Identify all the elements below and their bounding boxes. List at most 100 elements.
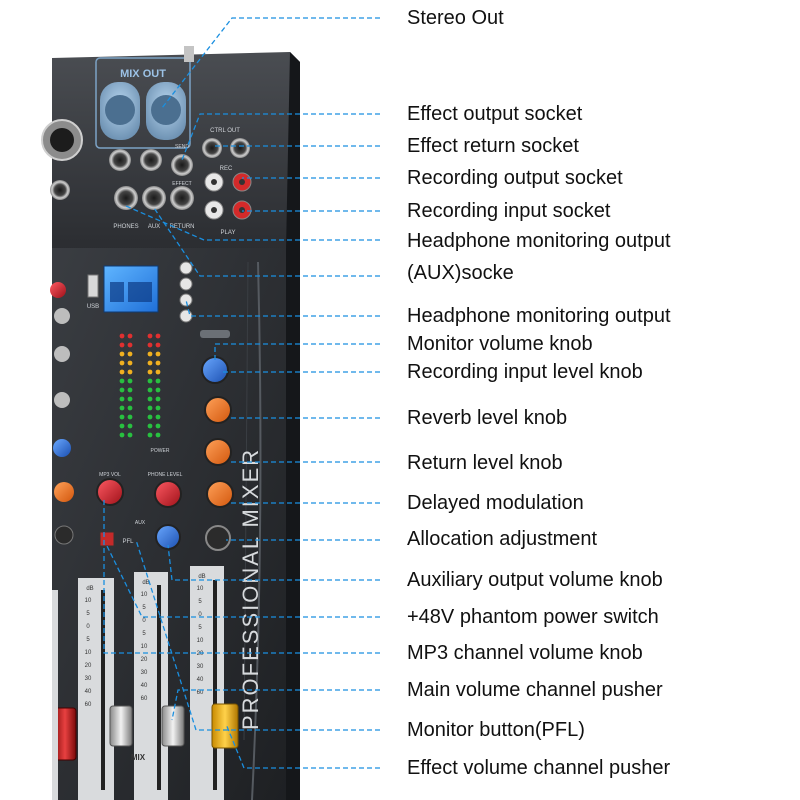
callout-text: Auxiliary output volume knob	[407, 569, 663, 591]
led-dot	[127, 405, 133, 411]
callout-headphone-monitoring-output-1: Headphone monitoring output	[407, 230, 671, 252]
fader-tick-label: 10	[141, 592, 148, 598]
return-level-knob	[206, 480, 234, 508]
leader-lines	[103, 17, 380, 769]
send-jack	[171, 154, 193, 176]
led-dot	[155, 405, 161, 411]
led-dot	[119, 405, 125, 411]
led-dot	[127, 396, 133, 402]
rear-connectors: MIX OUT PHONES AUX RETURN SEND EFFECT CT…	[41, 46, 252, 236]
callout-reverb-level-knob: Reverb level knob	[407, 407, 567, 429]
callout-text: Recording input socket	[407, 200, 611, 222]
leader-headphone-out-1	[125, 205, 380, 241]
cable-plug	[184, 46, 194, 62]
fader-tick-label: 30	[85, 676, 92, 682]
aux-label: AUX	[148, 224, 160, 230]
leader-headphone-out-2	[185, 299, 380, 317]
aux-out-knob	[155, 524, 181, 550]
callout-text: Effect return socket	[407, 135, 579, 157]
led-dot	[127, 369, 133, 375]
led-dot	[147, 378, 153, 384]
fader-strip-2	[134, 572, 168, 800]
led-dot	[147, 360, 153, 366]
fader-tick-label: 30	[141, 670, 148, 676]
allocation-knob	[205, 525, 231, 551]
fader-tick-label: 10	[85, 650, 92, 656]
led-dot	[119, 378, 125, 384]
fader-tick-label: 5	[142, 631, 146, 637]
play-rca-red-hole	[239, 207, 245, 213]
fader-tick-label: 10	[141, 644, 148, 650]
callout-recording-input-socket: Recording input socket	[407, 200, 610, 222]
lcd-segment-1	[110, 282, 124, 302]
mp3-button-3	[179, 293, 193, 307]
fader-tick-label: 20	[141, 657, 148, 663]
led-dot	[147, 405, 153, 411]
jack-mid-2	[140, 149, 162, 171]
leader-monitor-volume	[214, 343, 380, 360]
callout-effect-return-socket: Effect return socket	[407, 135, 579, 157]
callout-return-level-knob: Return level knob	[407, 452, 563, 474]
fader-tick-label: 20	[85, 663, 92, 669]
phone-level-knob	[154, 480, 182, 508]
brand-text: PROFESSIONAL MIXER	[238, 448, 263, 730]
fader-tick-label: 10	[85, 598, 92, 604]
callout-text: Headphone monitoring output	[407, 230, 671, 252]
callout-text: Main volume channel pusher	[407, 679, 663, 701]
mp3-vol-knob	[96, 478, 124, 506]
callout-phantom-power-switch: +48V phantom power switch	[407, 606, 659, 628]
fader-tick-label: 0	[86, 624, 90, 630]
phones-label: PHONES	[113, 224, 138, 230]
left-knob-silver-3	[54, 392, 70, 408]
fader-tick-label: 60	[85, 702, 92, 708]
leader-aux-socket	[153, 207, 380, 277]
led-dot	[147, 333, 153, 339]
fader-slot-2	[157, 585, 161, 790]
fader-cap-main-l	[109, 705, 133, 747]
callout-text: Effect output socket	[407, 103, 583, 125]
led-dot	[147, 432, 153, 438]
led-meter	[119, 333, 161, 438]
fader-tick-label: 20	[197, 651, 204, 657]
aux-jack	[142, 186, 166, 210]
callout-text: (AUX)socke	[407, 262, 514, 284]
callout-text: Return level knob	[407, 452, 563, 474]
mp3-button-1	[179, 261, 193, 275]
led-dot	[119, 414, 125, 420]
led-dot	[119, 333, 125, 339]
fader-tick-label: 60	[141, 696, 148, 702]
fader-slot-1	[101, 590, 105, 790]
fader-strip-left	[52, 590, 58, 800]
callout-mp3-channel-volume-knob: MP3 channel volume knob	[407, 642, 643, 664]
ctrl-out-jack-r	[230, 138, 250, 158]
callout-auxiliary-output-volume-knob: Auxiliary output volume knob	[407, 569, 663, 591]
rear-panel-edge	[286, 52, 300, 800]
db-label-2: dB	[142, 580, 149, 586]
led-dot	[147, 396, 153, 402]
jack-left-lower	[50, 180, 70, 200]
rec-input-level-knob	[204, 396, 232, 424]
fader-scale: 1050510203040601050510203040601050510203…	[85, 586, 204, 708]
callout-aux-socket: (AUX)socke	[407, 262, 514, 284]
callout-text: +48V phantom power switch	[407, 606, 659, 628]
leader-mp3-volume	[103, 500, 380, 654]
rec-rca-red-hole	[239, 179, 245, 185]
left-knob-silver-1	[54, 308, 70, 324]
fader-tick-label: 40	[197, 677, 204, 683]
monitor-volume-knob	[201, 356, 229, 384]
leader-monitor-pfl	[135, 539, 380, 731]
usb-port	[87, 274, 99, 298]
fader-cap-main-r	[161, 705, 185, 747]
ctrl-out-jack-l	[202, 138, 222, 158]
led-dot	[119, 351, 125, 357]
fader-section: 1050510203040601050510203040601050510203…	[52, 566, 239, 800]
jack-mid-1	[109, 149, 131, 171]
led-dot	[147, 423, 153, 429]
send-label: SEND	[175, 144, 189, 150]
mix-out-label: MIX OUT	[120, 68, 166, 80]
led-dot	[155, 351, 161, 357]
callout-text: Stereo Out	[407, 7, 504, 29]
callout-text: MP3 channel volume knob	[407, 642, 643, 664]
led-dot	[147, 387, 153, 393]
